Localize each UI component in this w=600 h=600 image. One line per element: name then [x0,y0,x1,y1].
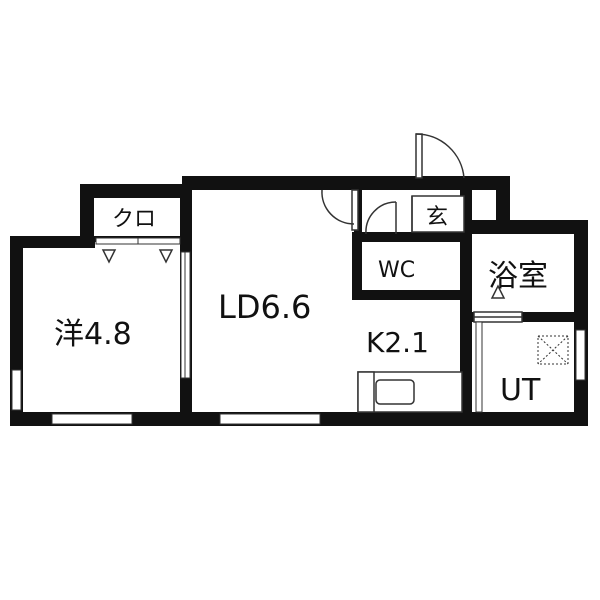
ld-door [351,189,359,231]
bath-drain-icon [490,284,506,299]
windows [11,251,586,425]
room-label-bath: 浴室 [488,259,548,294]
room-label-entrance: 玄 [426,205,448,230]
window-west-left [11,369,22,411]
room-label-western: 洋4.8 [54,317,132,352]
room-label-closet: クロ [112,207,156,232]
window-ld-bottom [219,413,321,425]
room-label-living-dining: LD6.6 [218,288,311,326]
washer-space-icon [537,335,569,365]
window-ut-right [575,329,586,381]
room-label-kitchen: K2.1 [366,326,429,359]
room-label-toilet: WC [378,258,415,283]
doors [321,133,523,323]
room-label-utility: UT [500,373,541,408]
closet-hinge-icon [158,249,174,264]
ut-partition [475,321,483,413]
closet-doors [95,237,181,264]
sink-icon [375,379,415,405]
closet-hinge-icon [101,249,117,264]
kitchen-counter [357,371,463,413]
window-west-bottom [51,413,133,425]
entrance-door [415,133,423,179]
